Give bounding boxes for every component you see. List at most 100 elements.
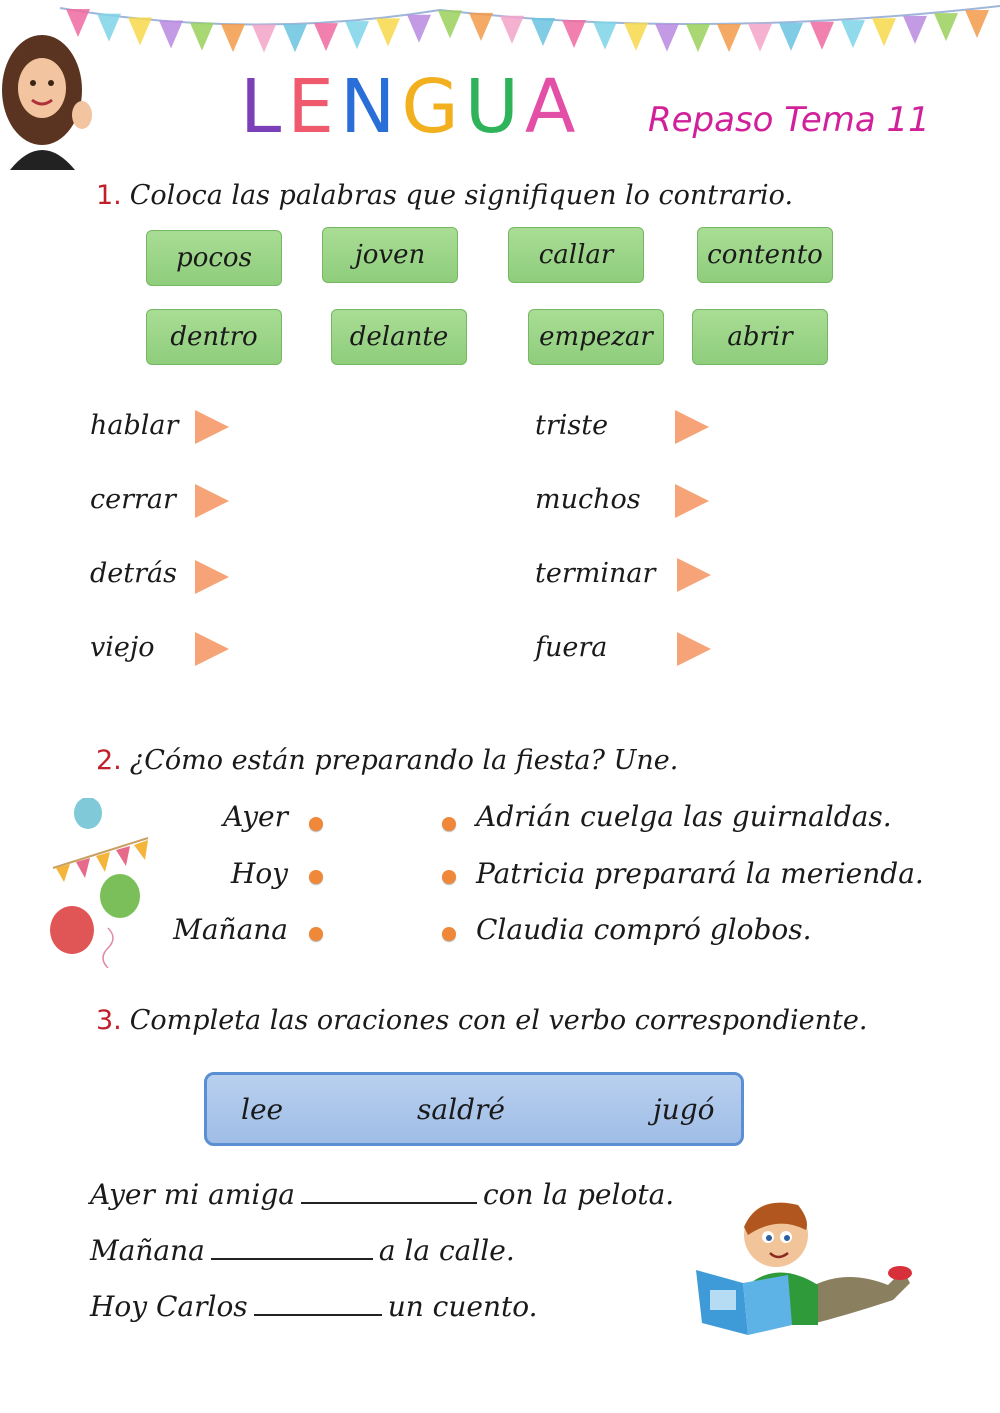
bunting-flag	[159, 20, 183, 49]
drop-target-arrow[interactable]	[677, 632, 711, 666]
antonym-word: triste	[535, 410, 609, 441]
boy-reading-illustration	[696, 1202, 912, 1335]
title-letter: N	[340, 64, 402, 150]
fill-sentence: Ayer mi amiga con la pelota.	[90, 1178, 674, 1211]
sentence-end: con la pelota.	[482, 1178, 675, 1211]
drop-target-arrow[interactable]	[195, 484, 229, 518]
sentence-start: Mañana	[90, 1234, 205, 1267]
bunting-flag	[965, 10, 989, 38]
sentence-end: a la calle.	[378, 1234, 515, 1267]
word-chip[interactable]: abrir	[692, 309, 828, 365]
time-word: Ayer	[223, 800, 288, 833]
bunting-flag	[221, 23, 245, 52]
sentence-start: Ayer mi amiga	[90, 1178, 295, 1211]
bunting-flag	[686, 24, 710, 53]
bunting-flag	[655, 23, 679, 52]
bunting-flag	[624, 22, 648, 51]
page-title: LENGUA	[240, 70, 582, 144]
action-sentence: Claudia compró globos.	[476, 913, 812, 946]
bunting-flag	[283, 24, 307, 53]
bunting-flag	[376, 18, 400, 47]
action-sentence: Adrián cuelga las guirnaldas.	[476, 800, 892, 833]
verb-bank: lee saldré jugó	[204, 1072, 744, 1146]
question-prompt: ¿Cómo están preparando la fiesta? Une.	[129, 745, 679, 776]
bunting-flag	[717, 24, 741, 53]
word-chip[interactable]: contento	[697, 227, 833, 283]
word-chip[interactable]: empezar	[528, 309, 664, 365]
question-prompt: Coloca las palabras que signifiquen lo c…	[129, 180, 794, 211]
bunting-flag	[66, 8, 90, 37]
question-number: 3.	[96, 1005, 122, 1036]
title-letter: A	[524, 64, 582, 150]
sentence-start: Hoy Carlos	[90, 1290, 248, 1323]
verb-option[interactable]: lee	[241, 1093, 284, 1126]
bunting-decoration	[59, 5, 1000, 53]
title-letter: G	[401, 64, 465, 150]
bunting-flag	[314, 23, 338, 52]
bunting-flag	[934, 13, 958, 42]
bunting-flag	[345, 21, 369, 50]
antonym-word: hablar	[90, 410, 179, 441]
bunting-flag	[438, 10, 462, 39]
antonym-word: muchos	[535, 484, 641, 515]
time-word: Mañana	[173, 913, 288, 946]
fill-sentence: Mañana a la calle.	[90, 1234, 515, 1267]
bunting-flag	[469, 12, 493, 41]
word-chip[interactable]: joven	[322, 227, 458, 283]
page-subtitle: Repaso Tema 11	[648, 100, 930, 140]
bunting-flag	[841, 20, 865, 49]
bunting-flag	[903, 15, 927, 44]
title-letter: L	[240, 64, 288, 150]
bunting-flag	[593, 21, 617, 50]
question-number: 2.	[96, 745, 122, 776]
bunting-flag	[252, 24, 276, 53]
antonym-word: cerrar	[90, 484, 176, 515]
drop-target-arrow[interactable]	[195, 410, 229, 444]
match-dot[interactable]	[442, 870, 456, 884]
action-sentence: Patricia preparará la merienda.	[476, 857, 924, 890]
bunting-flag	[810, 21, 834, 50]
answer-blank[interactable]	[210, 1254, 373, 1260]
antonym-word: terminar	[535, 558, 656, 589]
drop-target-arrow[interactable]	[195, 632, 229, 666]
bunting-flag	[97, 13, 121, 42]
title-letter: E	[287, 64, 340, 150]
match-dot[interactable]	[309, 817, 323, 831]
sentence-end: un cuento.	[387, 1290, 538, 1323]
bunting-flag	[500, 15, 524, 44]
title-letter: U	[464, 64, 525, 150]
antonym-word: detrás	[90, 558, 177, 589]
match-dot[interactable]	[309, 927, 323, 941]
question-prompt: Completa las oraciones con el verbo corr…	[129, 1005, 868, 1036]
word-chip[interactable]: dentro	[146, 309, 282, 365]
match-dot[interactable]	[442, 817, 456, 831]
answer-blank[interactable]	[253, 1310, 382, 1316]
bunting-flag	[407, 14, 431, 43]
drop-target-arrow[interactable]	[675, 484, 709, 518]
question-1-title: 1.Coloca las palabras que signifiquen lo…	[96, 180, 793, 211]
bunting-flag	[872, 18, 896, 47]
teacher-avatar	[2, 35, 92, 170]
question-2-title: 2.¿Cómo están preparando la fiesta? Une.	[96, 745, 678, 776]
question-number: 1.	[96, 180, 122, 211]
match-dot[interactable]	[442, 927, 456, 941]
bunting-flag	[562, 20, 586, 49]
word-chip[interactable]: delante	[331, 309, 467, 365]
bunting-flag	[190, 22, 214, 51]
bunting-flag	[128, 17, 152, 46]
drop-target-arrow[interactable]	[195, 560, 229, 594]
drop-target-arrow[interactable]	[677, 558, 711, 592]
bunting-flag	[779, 22, 803, 51]
question-3-title: 3.Completa las oraciones con el verbo co…	[96, 1005, 867, 1036]
drop-target-arrow[interactable]	[675, 410, 709, 444]
antonym-word: fuera	[535, 632, 608, 663]
word-chip[interactable]: callar	[508, 227, 644, 283]
verb-option[interactable]: saldré	[417, 1093, 505, 1126]
word-chip[interactable]: pocos	[146, 230, 282, 286]
fill-sentence: Hoy Carlos un cuento.	[90, 1290, 538, 1323]
party-decoration-image	[50, 798, 149, 968]
answer-blank[interactable]	[300, 1198, 477, 1204]
bunting-flag	[531, 18, 555, 47]
match-dot[interactable]	[309, 870, 323, 884]
verb-option[interactable]: jugó	[653, 1093, 715, 1126]
